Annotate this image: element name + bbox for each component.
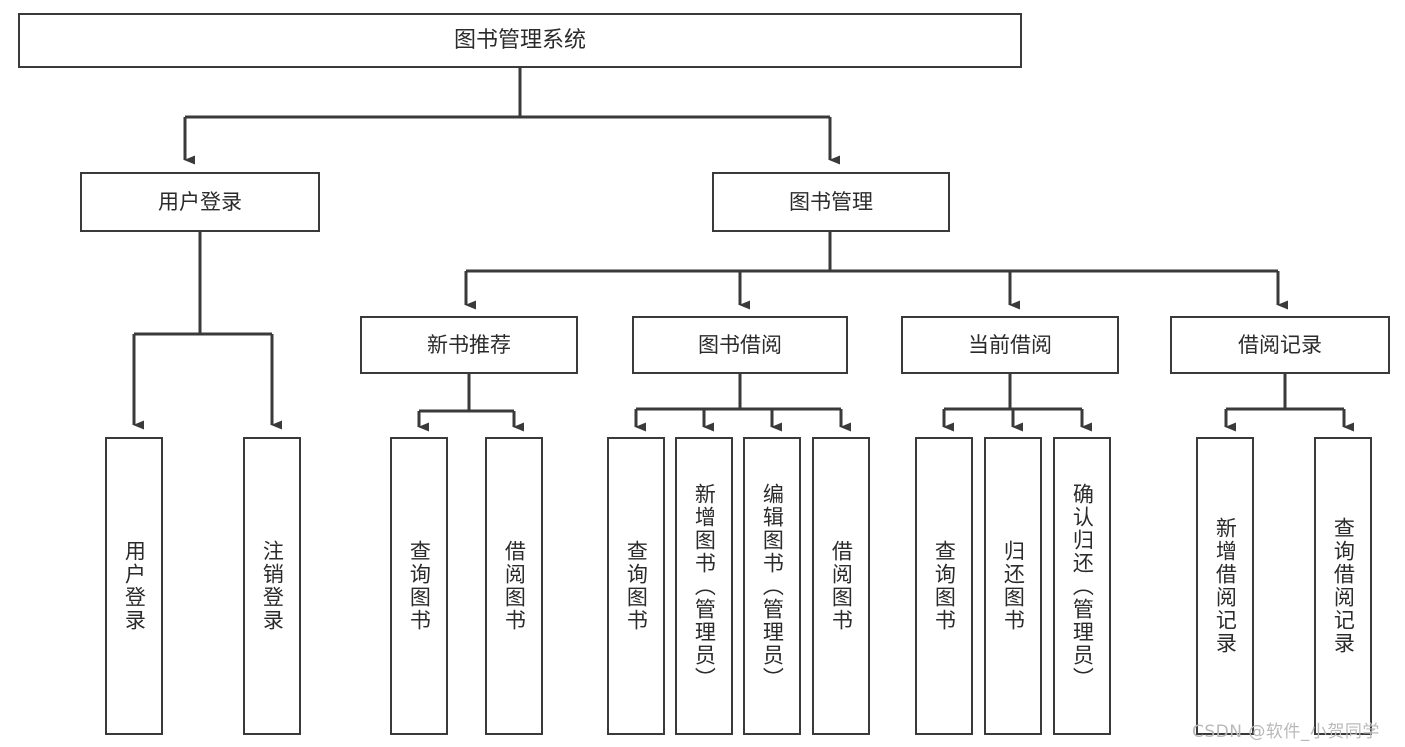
leaf-record-query-record[interactable]: 查询借阅记录 (1314, 437, 1372, 735)
node-label: 新增图书（管理员） (692, 482, 717, 690)
leaf-record-add-record[interactable]: 新增借阅记录 (1196, 437, 1254, 735)
leaf-borrow-edit-book-admin[interactable]: 编辑图书（管理员） (743, 437, 801, 735)
leaf-logout[interactable]: 注销登录 (243, 437, 301, 735)
leaf-borrow-query-book[interactable]: 查询图书 (607, 437, 665, 735)
node-label: 用户登录 (158, 189, 242, 214)
node-label: 确认归还（管理员） (1070, 482, 1095, 690)
node-label: 查询图书 (932, 540, 957, 632)
node-user-login[interactable]: 用户登录 (80, 172, 320, 232)
node-label: 注销登录 (260, 540, 285, 632)
node-label: 图书管理 (789, 189, 873, 214)
node-book-management[interactable]: 图书管理 (712, 172, 950, 232)
leaf-current-confirm-return-admin[interactable]: 确认归还（管理员） (1053, 437, 1111, 735)
node-label: 图书借阅 (698, 332, 782, 357)
leaf-borrow-add-book-admin[interactable]: 新增图书（管理员） (675, 437, 733, 735)
node-label: 借阅图书 (502, 540, 527, 632)
leaf-current-return-book[interactable]: 归还图书 (984, 437, 1042, 735)
csdn-watermark: CSDN @软件_小贺同学 (1192, 722, 1380, 742)
node-book-borrow[interactable]: 图书借阅 (632, 316, 848, 374)
node-label: 查询图书 (407, 540, 432, 632)
node-new-book-recommend[interactable]: 新书推荐 (360, 316, 578, 374)
node-label: 新书推荐 (427, 332, 511, 357)
leaf-newbook-borrow-book[interactable]: 借阅图书 (485, 437, 543, 735)
node-label: 图书管理系统 (453, 27, 586, 53)
leaf-current-query-book[interactable]: 查询图书 (915, 437, 973, 735)
node-label: 编辑图书（管理员） (760, 482, 785, 690)
node-label: 用户登录 (122, 540, 147, 632)
node-label: 归还图书 (1001, 540, 1026, 632)
node-current-borrow[interactable]: 当前借阅 (901, 316, 1119, 374)
node-root-system[interactable]: 图书管理系统 (18, 13, 1022, 68)
node-label: 查询图书 (624, 540, 649, 632)
leaf-borrow-borrow-book[interactable]: 借阅图书 (812, 437, 870, 735)
node-label: 借阅图书 (829, 540, 854, 632)
node-label: 借阅记录 (1238, 332, 1322, 357)
node-label: 新增借阅记录 (1213, 517, 1238, 655)
node-borrow-record[interactable]: 借阅记录 (1170, 316, 1390, 374)
node-label: 当前借阅 (968, 332, 1052, 357)
node-label: 查询借阅记录 (1331, 517, 1356, 655)
leaf-user-login[interactable]: 用户登录 (105, 437, 163, 735)
leaf-newbook-query-book[interactable]: 查询图书 (390, 437, 448, 735)
